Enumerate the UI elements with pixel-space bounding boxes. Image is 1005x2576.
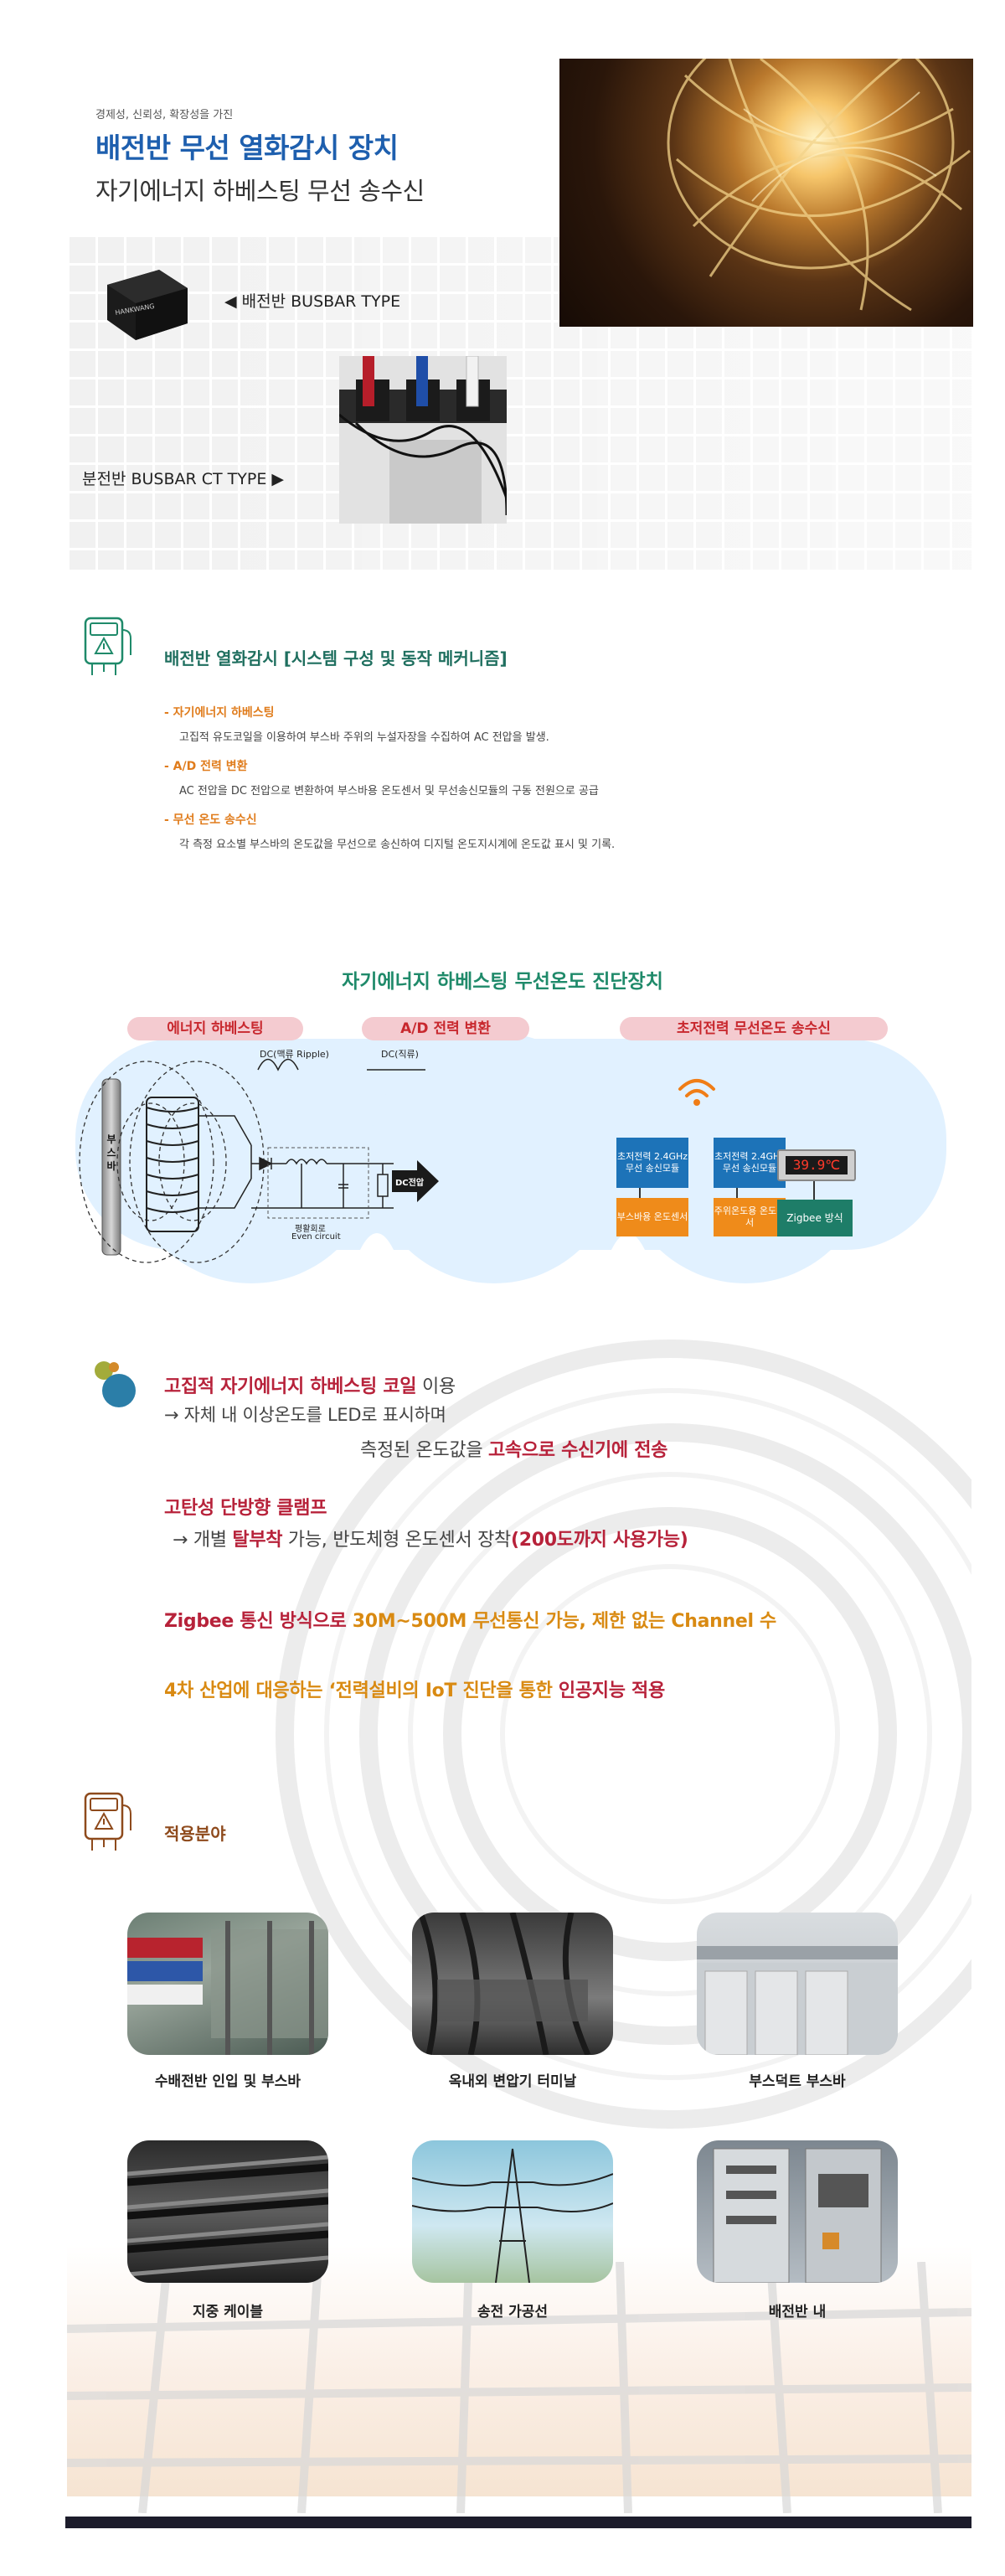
rattan-ball-lamp-photo — [559, 59, 973, 327]
application-label-5: 송전 가공선 — [477, 2304, 549, 2320]
stage-pill-wireless: 초저전력 무선온도 송수신 — [620, 1017, 888, 1040]
feature-2-title: 고탄성 단방향 클램프 — [164, 1498, 327, 1519]
panel-monitor-icon — [80, 613, 134, 680]
hero-section: 경제성, 신뢰성, 확장성을 가진 배전반 무선 열화감시 장치 자기에너지 하… — [0, 0, 1005, 578]
stage-pill-ad-conversion: A/D 전력 변환 — [362, 1017, 529, 1040]
application-image-switchgear — [127, 1913, 328, 2055]
feature-1-line-2: → 자체 내 이상온도를 LED로 표시하며 — [164, 1405, 446, 1425]
feature-1-highlight: 고집적 자기에너지 하베스팅 코일 — [164, 1376, 417, 1397]
wifi-icon — [678, 1079, 715, 1097]
application-label-6: 배전반 내 — [768, 2304, 827, 2320]
dots-bullet-icon — [94, 1359, 144, 1409]
zigbee-badge: Zigbee 방식 — [777, 1200, 853, 1236]
application-image-busduct — [697, 1913, 898, 2055]
busbar-ct-image — [338, 355, 508, 524]
application-label-4: 지중 케이블 — [192, 2304, 264, 2320]
smoothing-label: 평활회로 — [295, 1225, 326, 1234]
hero-tagline: 경제성, 신뢰성, 확장성을 가진 — [95, 109, 234, 121]
mechanism-title: 배전반 열화감시 [시스템 구성 및 동작 메커니즘] — [164, 648, 508, 669]
even-circuit-label: Even circuit — [291, 1232, 341, 1242]
panel-monitor-icon-2 — [80, 1789, 134, 1856]
stage-pill-energy-harvesting: 에너지 하베스팅 — [127, 1017, 303, 1040]
footer-bar — [65, 2517, 972, 2528]
mechanism-desc-1: 고집적 유도코일을 이용하여 부스바 주위의 누설자장을 수집하여 AC 전압을… — [179, 731, 549, 744]
page-subtitle: 자기에너지 하베스팅 무선 송수신 — [95, 177, 425, 205]
mechanism-desc-2: AC 전압을 DC 전압으로 변환하여 부스바용 온도센서 및 무선송신모듈의 … — [179, 785, 599, 798]
busbar-temp-sensor: 부스바용 온도센서 — [616, 1198, 688, 1236]
applications-title: 적용분야 — [164, 1824, 226, 1844]
tx-module-1: 초저전력 2.4GHz 무선 송신모듈 — [616, 1138, 688, 1188]
application-image-underground-cable — [127, 2140, 328, 2283]
application-image-transmission-line — [412, 2140, 613, 2283]
temp-display: 39.9℃ — [777, 1149, 856, 1181]
application-label-3: 부스덕트 부스바 — [749, 2073, 846, 2090]
busbar-type-label: ◀ 배전반 BUSBAR TYPE — [224, 292, 401, 311]
dc-flat-label: DC(직류) — [381, 1049, 419, 1060]
feature-2-line-2: → 개별 탈부착 가능, 반도체형 온도센서 장착(200도까지 사용가능) — [173, 1530, 688, 1551]
diagram-title: 자기에너지 하베스팅 무선온도 진단장치 — [342, 971, 663, 993]
page-title: 배전반 무선 열화감시 장치 — [95, 132, 399, 164]
dc-ripple-label: DC(맥류 Ripple) — [260, 1049, 329, 1060]
mechanism-head-2: - A/D 전력 변환 — [164, 760, 248, 773]
application-label-1: 수배전반 인입 및 부스바 — [154, 2073, 302, 2090]
building-skeleton-decoration — [66, 2261, 972, 2514]
mechanism-head-3: - 무선 온도 송수신 — [164, 813, 257, 827]
busbar-device-image: HANKWANG — [100, 260, 193, 343]
dc-voltage-label: DC전압 — [395, 1179, 425, 1188]
feature-3: Zigbee 통신 방식으로 30M~500M 무선통신 가능, 제한 없는 C… — [164, 1611, 776, 1632]
harvesting-diagram: 에너지 하베스팅 A/D 전력 변환 초저전력 무선온도 송수신 부스바 DC(… — [59, 999, 963, 1283]
application-image-panel-inside — [697, 2140, 898, 2283]
mechanism-list: - 자기에너지 하베스팅 고집적 유도코일을 이용하여 부스바 주위의 누설자장… — [164, 704, 901, 865]
feature-1-line-3: 측정된 온도값을 고속으로 수신기에 전송 — [360, 1440, 668, 1461]
busbar-label: 부스바 — [106, 1133, 116, 1172]
ambient-temp-sensor: 주위온도용 온도센서 — [714, 1198, 786, 1236]
mechanism-desc-3: 각 측정 요소별 부스바의 온도값을 무선으로 송신하여 디지털 온도지시계에 … — [179, 839, 616, 851]
mechanism-head-1: - 자기에너지 하베스팅 — [164, 706, 275, 720]
tx-module-2: 초저전력 2.4GHz 무선 송신모듈 — [714, 1138, 786, 1188]
feature-4: 4차 산업에 대응하는 ‘전력설비의 IoT 진단을 통한 인공지능 적용 — [164, 1680, 665, 1701]
temp-display-value: 39.9℃ — [786, 1156, 848, 1174]
application-image-transformer — [412, 1913, 613, 2055]
feature-1-line-1: 고집적 자기에너지 하베스팅 코일 이용 — [164, 1376, 456, 1397]
application-label-2: 옥내외 변압기 터미날 — [448, 2073, 577, 2090]
busbar-ct-type-label: 분전반 BUSBAR CT TYPE ▶ — [82, 470, 284, 488]
